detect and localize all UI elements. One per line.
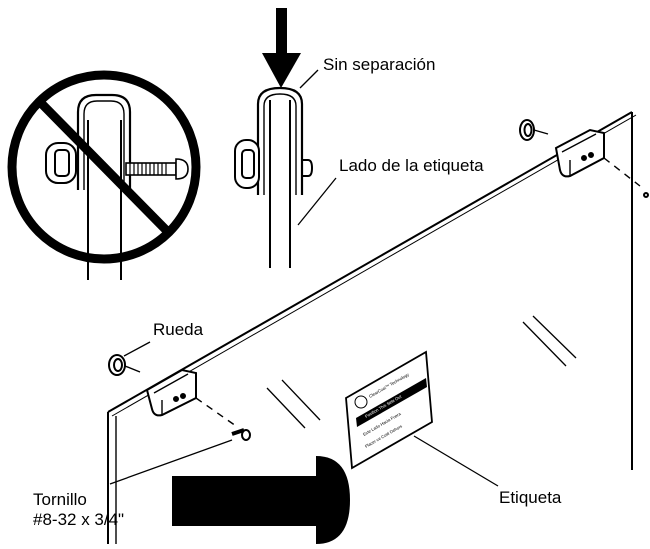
- incorrect-mounting-inset: [7, 70, 201, 280]
- no-gap-label: Sin separación: [323, 55, 435, 74]
- wheel-icon: [519, 119, 549, 141]
- label-callout: Etiqueta: [499, 488, 562, 507]
- lower-left-hardware: [108, 341, 251, 485]
- label-leader: [413, 435, 499, 487]
- upper-right-hardware: [519, 119, 649, 198]
- screw-label-line1: Tornillo: [33, 490, 87, 509]
- screw-icon: [172, 456, 350, 544]
- glass-panel: [107, 111, 637, 544]
- screw-small-icon: [231, 428, 251, 441]
- no-symbol-icon: [7, 70, 201, 264]
- label-side-label: Lado de la etiqueta: [339, 156, 484, 175]
- correct-mounting-detail: [234, 8, 337, 268]
- screw-label-line2: #8-32 x 3/4": [33, 510, 124, 529]
- down-arrow-icon: [262, 8, 301, 88]
- clip-upper-right: [554, 128, 605, 178]
- screw-small-icon: [125, 158, 189, 180]
- wheel-label: Rueda: [153, 320, 204, 339]
- wheel-icon: [108, 354, 141, 376]
- clip-lower-left: [145, 368, 197, 417]
- label-sticker: ClearCoat™ Technology Position This Side…: [345, 350, 433, 470]
